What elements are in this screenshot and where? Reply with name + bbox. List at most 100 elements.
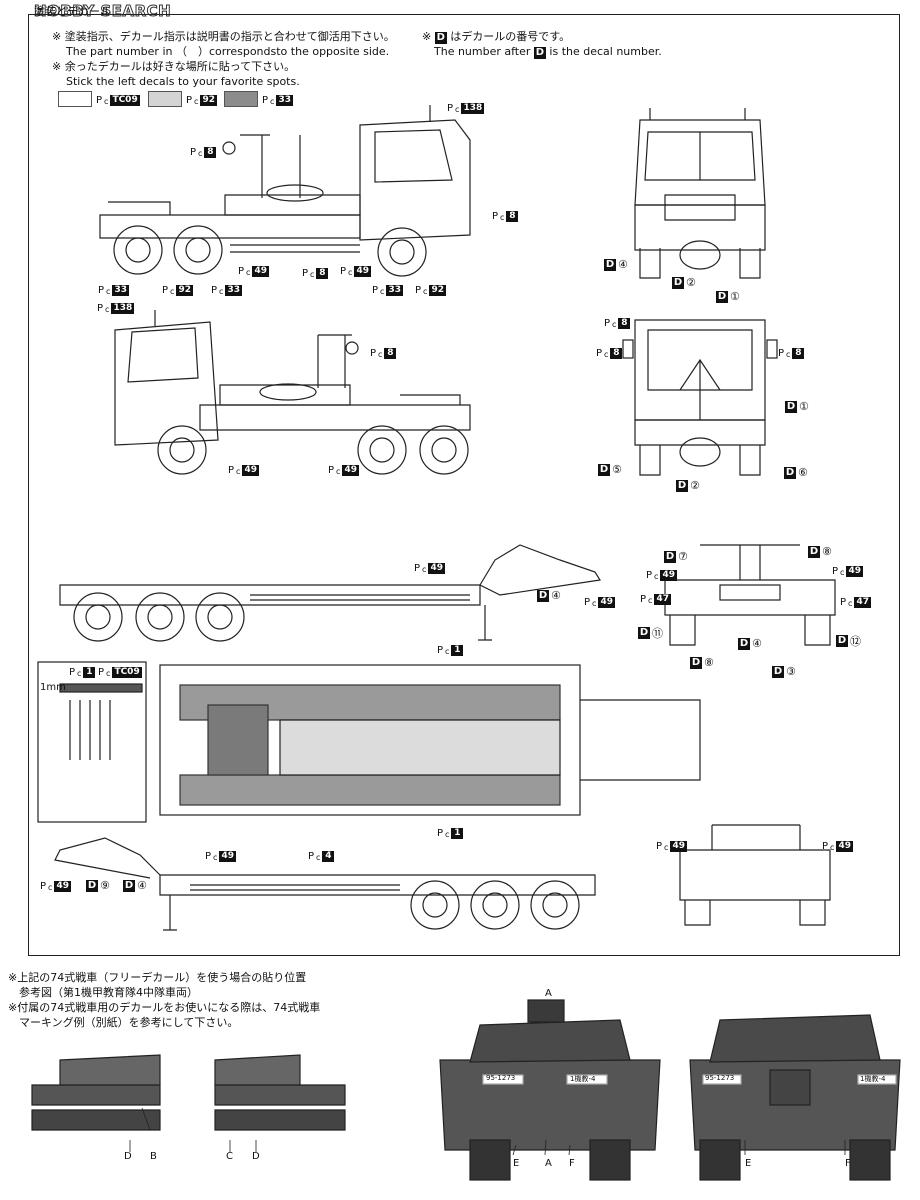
decal-number: ④	[137, 879, 147, 892]
paint-code-badge: 49	[670, 841, 687, 852]
instruction-frame	[28, 14, 900, 956]
decal-badge: D	[808, 545, 820, 558]
paint-code-badge: 49	[54, 881, 71, 892]
tractor-rear-view	[622, 319, 778, 476]
decal-badge: D	[86, 879, 98, 892]
paint-code-badge: 47	[854, 597, 871, 608]
watermark: HOBBY SEARCH	[33, 2, 172, 21]
decal-badge: D	[690, 656, 702, 669]
tank-front-view	[439, 999, 661, 1181]
marking-letter: C	[226, 1151, 233, 1162]
tank-side-details	[31, 1054, 346, 1131]
note-line: ※ 余ったデカールは好きな場所に貼って下さい。	[52, 60, 296, 73]
marking-letter: D	[252, 1151, 260, 1162]
decal-badge: D	[533, 47, 546, 59]
decal-badge: D	[672, 276, 684, 289]
decal-number: ②	[686, 276, 696, 289]
marking-letter: A	[545, 988, 552, 999]
tank-plate: 95-1273	[705, 1074, 735, 1082]
paint-code-badge: 47	[654, 594, 671, 605]
paint-code-badge: 49	[219, 851, 236, 862]
paint-code-badge: 49	[354, 266, 371, 277]
paint-code-badge: 49	[660, 570, 677, 581]
decal-number: ⑧	[704, 656, 714, 669]
paint-code-badge: TC09	[112, 667, 142, 678]
decal-badge: D	[638, 627, 650, 639]
decal-badge: D	[785, 400, 797, 413]
paint-code-badge: 1	[451, 645, 464, 656]
dimension-label: 1mm	[40, 682, 66, 693]
paint-code-badge: 49	[836, 841, 853, 852]
trailer-side-view-right	[59, 544, 601, 642]
decal-badge: D	[123, 879, 135, 892]
paint-code-badge: 1	[83, 667, 96, 678]
paint-code-badge: 4	[322, 851, 335, 862]
paint-code-badge: 138	[461, 103, 485, 114]
decal-number: ④	[551, 589, 561, 602]
paint-code-badge: 49	[598, 597, 615, 608]
paint-code-badge: 92	[429, 285, 446, 296]
decal-number: ④	[752, 637, 762, 650]
marking-letter: A	[545, 1158, 552, 1169]
note-line: ※ D はデカールの番号です。	[422, 30, 571, 44]
decal-number: ⑫	[850, 635, 861, 648]
note-line: ※上記の74式戦車（フリーデカール）を使う場合の貼り位置	[8, 971, 307, 984]
tank-plate: 95-1273	[486, 1074, 516, 1082]
decal-badge: D	[604, 258, 616, 271]
decal-badge: D	[716, 290, 728, 303]
tractor-side-view-right	[99, 105, 471, 277]
decal-number: ⑤	[612, 463, 622, 476]
decal-number: ⑨	[100, 879, 110, 892]
note-line: The part number in （ ）correspondsto the …	[66, 45, 390, 58]
paint-code-badge: 92	[176, 285, 193, 296]
tank-plate: 1機教-4	[570, 1075, 596, 1083]
paint-code-badge: 8	[618, 318, 631, 329]
decal-number: ⑦	[678, 550, 688, 563]
decal-badge: D	[664, 550, 676, 563]
trailer-rear-view	[664, 544, 836, 646]
marking-letter: E	[745, 1158, 752, 1169]
marking-letter: E	[513, 1158, 520, 1169]
legend-swatch-light-gray	[148, 91, 182, 107]
tractor-side-view-left	[114, 310, 471, 475]
paint-code-badge: 33	[386, 285, 403, 296]
marking-letter: F	[569, 1158, 575, 1169]
decal-badge: D	[434, 32, 447, 44]
legend-swatch-white	[58, 91, 92, 107]
paint-code-badge: 8	[316, 268, 329, 279]
decal-badge: D	[738, 637, 750, 650]
